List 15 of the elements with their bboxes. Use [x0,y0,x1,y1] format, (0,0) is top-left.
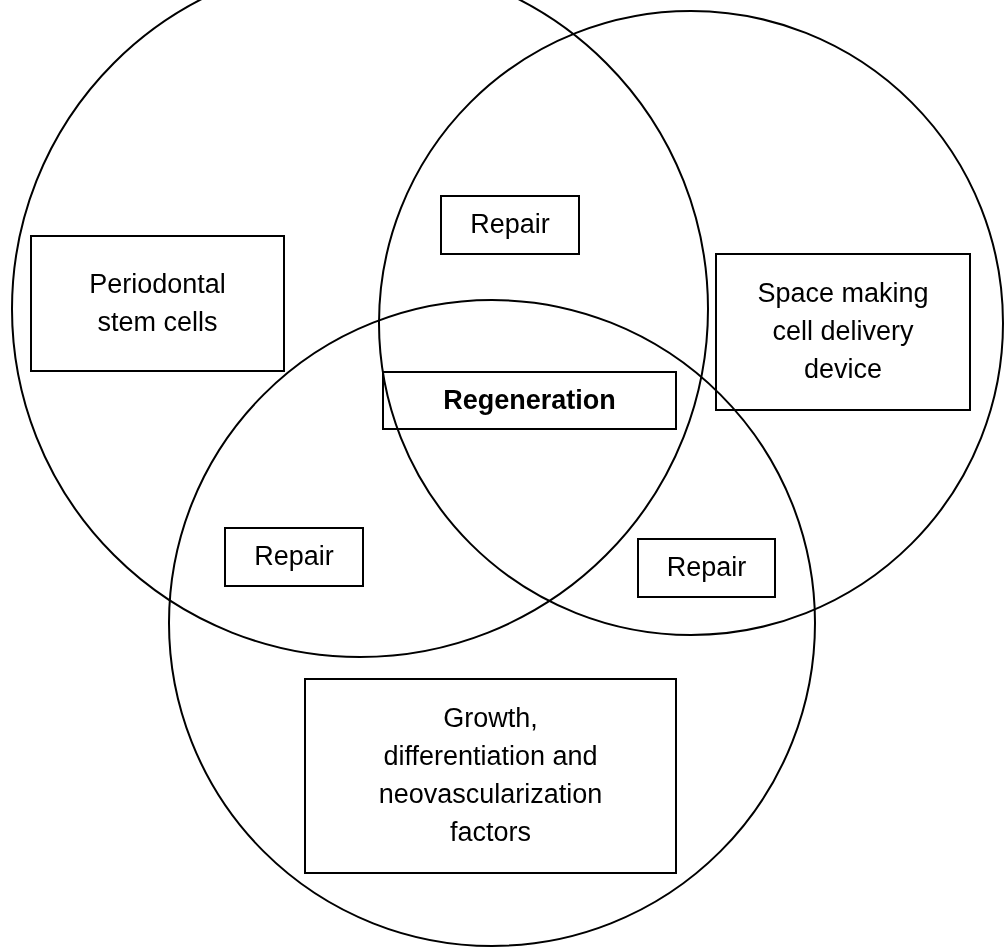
label-box [382,371,677,430]
box-text: Periodontal stem cells [88,267,227,339]
label-box [224,527,364,587]
label-box [304,678,677,874]
box-text: Regeneration [443,383,616,417]
box-text: Space making cell delivery device [756,277,930,386]
label-box [637,538,776,598]
box-text: Growth, differentiation and neovascularization factors [377,702,604,849]
box-text: Repair [666,551,747,585]
box-text: Repair [470,208,550,242]
label-box [440,195,580,255]
label-box [715,253,971,411]
label-box [30,235,285,372]
box-text: Repair [254,540,334,574]
venn-circle [378,10,1004,636]
